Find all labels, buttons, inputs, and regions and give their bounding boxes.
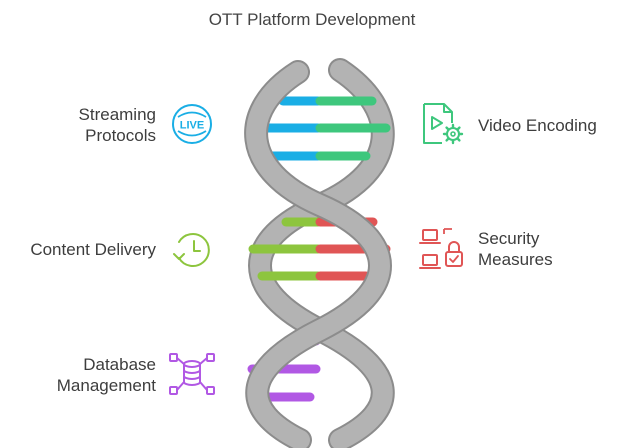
label-database-management: Database Management [56,355,156,395]
svg-text:LIVE: LIVE [180,120,204,132]
live-broadcast-icon: LIVE [170,102,214,146]
diagram-title: OTT Platform Development [208,10,416,29]
helix-back-strand [248,58,395,448]
helix-front-strand [244,60,392,448]
database-network-icon [168,350,216,398]
label-security-measures: Security Measures [478,229,553,269]
clock-refresh-icon [170,228,214,272]
secure-devices-icon [418,226,466,274]
label-video-encoding: Video Encoding [478,116,597,135]
video-settings-icon [420,101,466,147]
label-streaming-protocols: Streaming Protocols [78,105,156,145]
label-content-delivery: Content Delivery [30,240,156,259]
